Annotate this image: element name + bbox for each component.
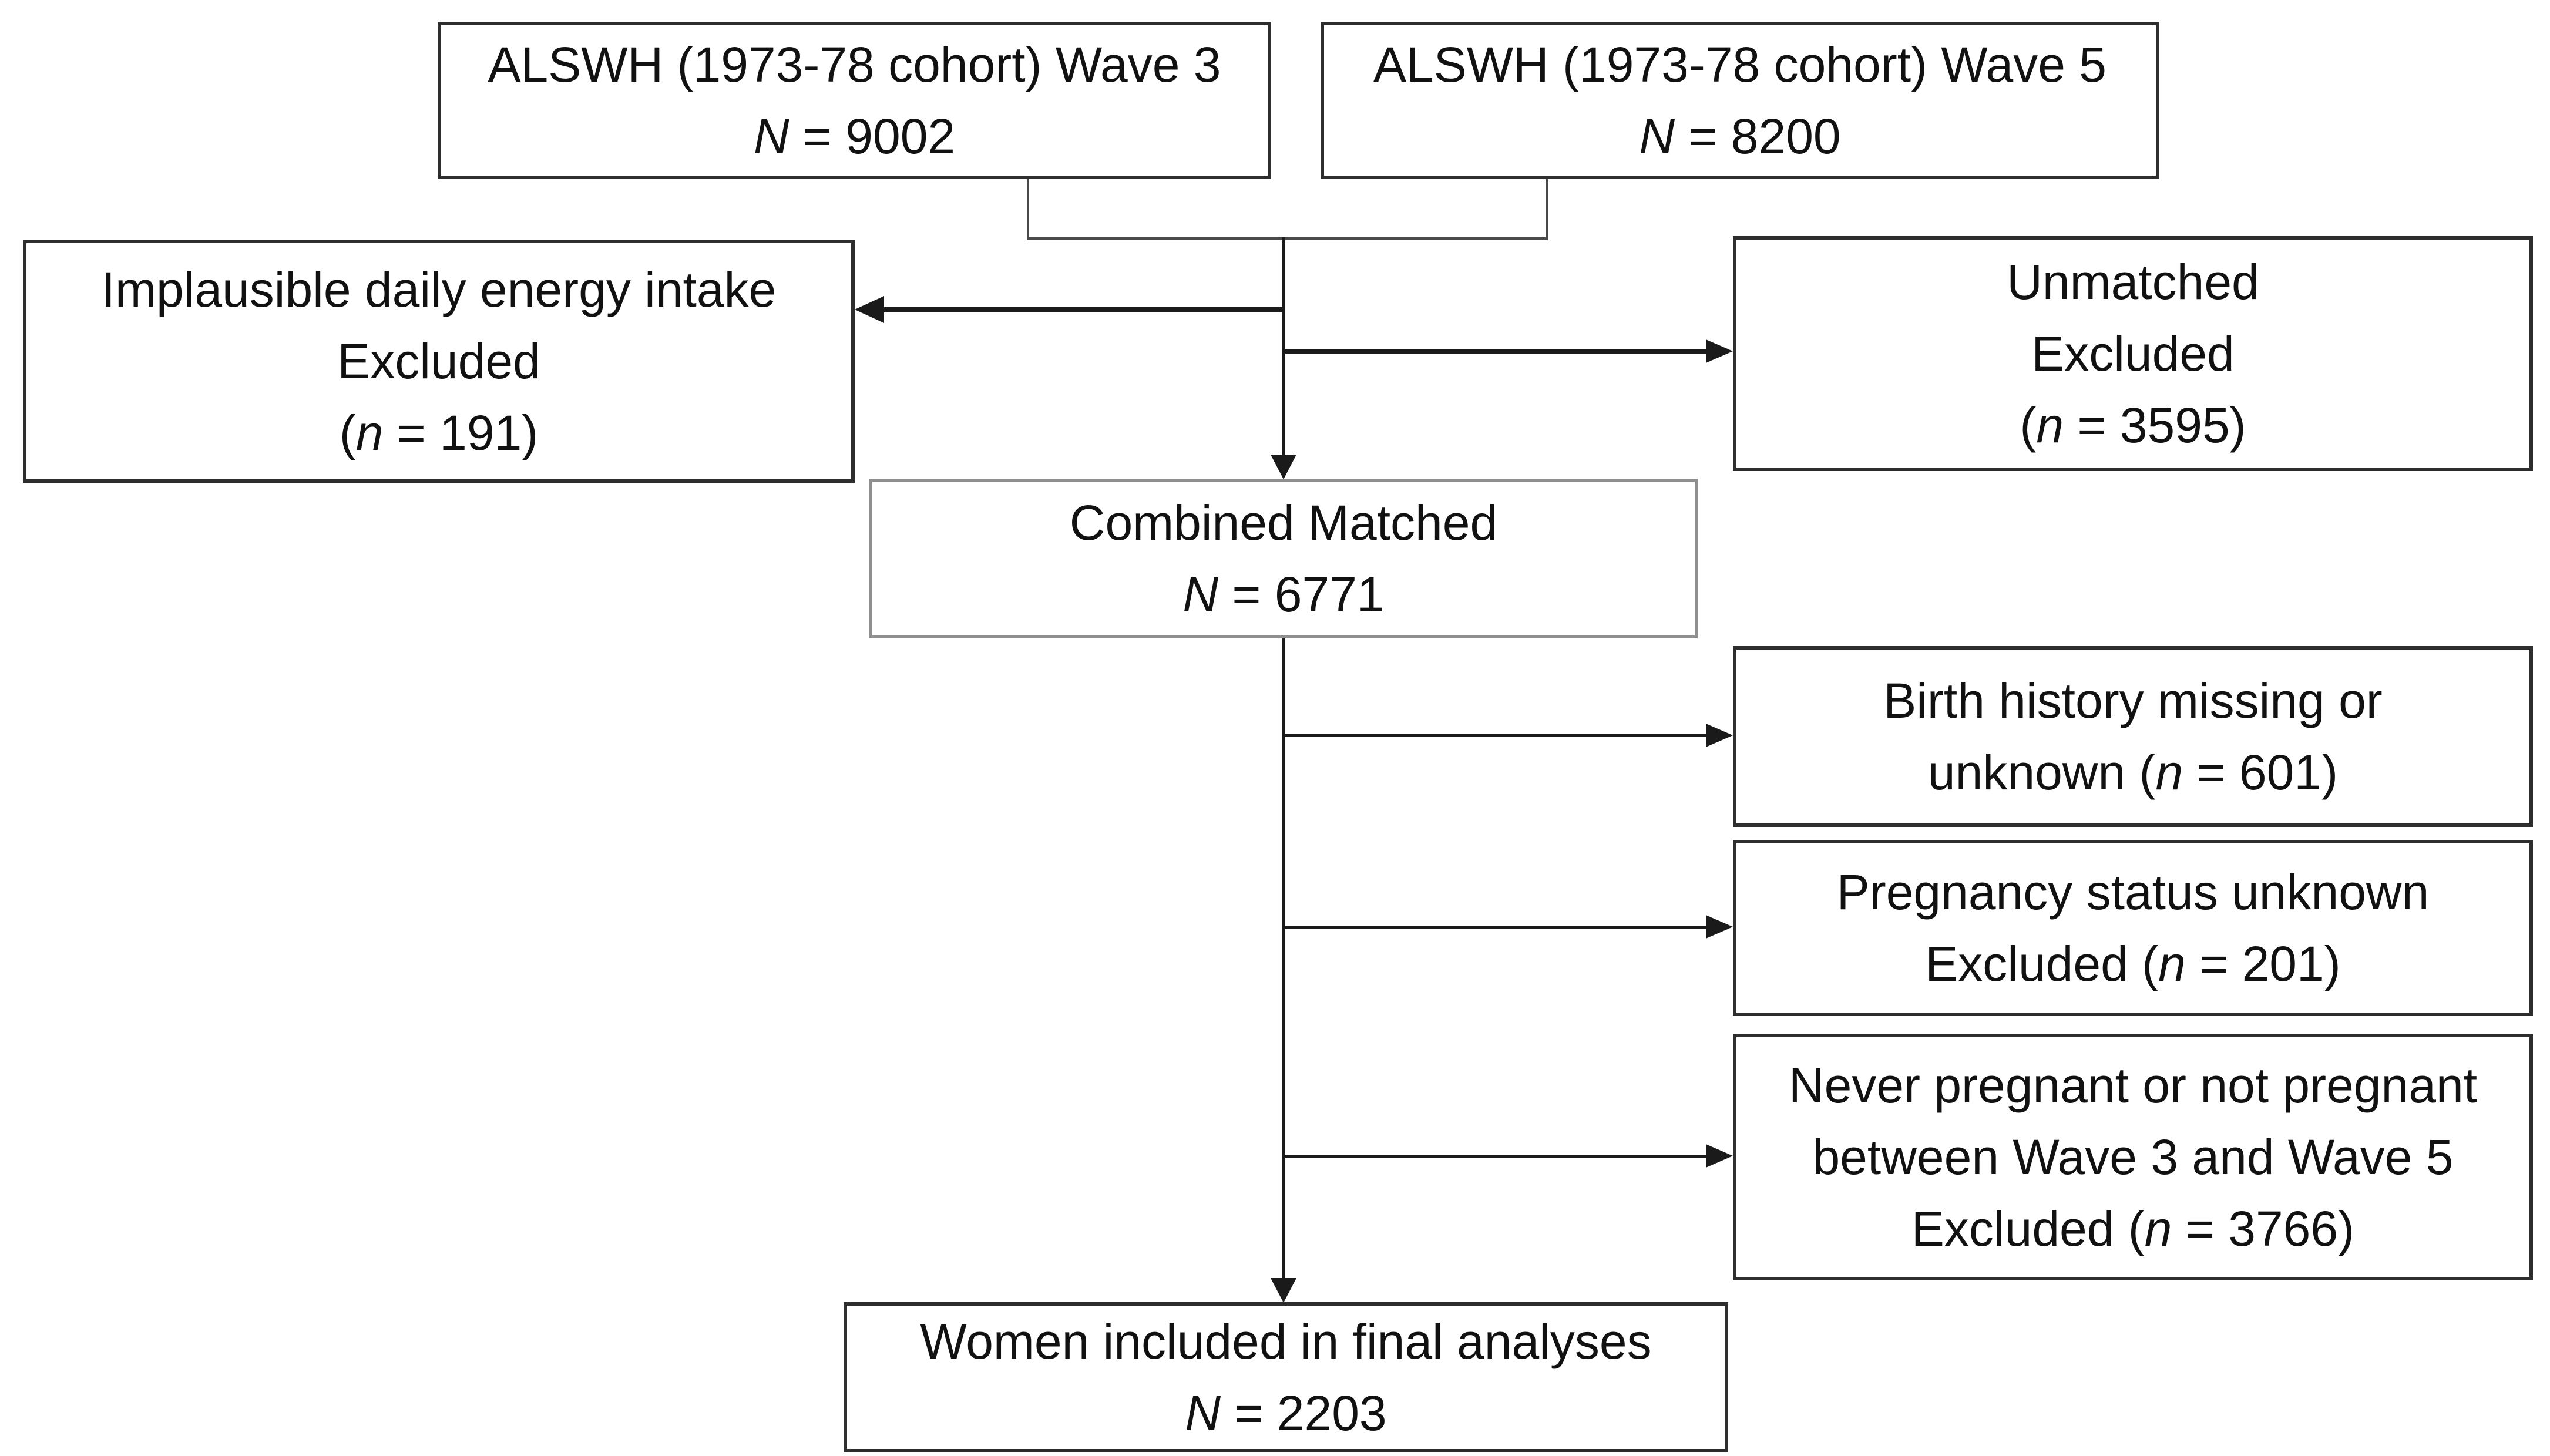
box-label-line: ALSWH (1973-78 cohort) Wave 5 — [1373, 29, 2106, 100]
arrowhead-to-implausible-icon — [855, 296, 884, 323]
sample-size-line: Excluded (n = 3766) — [1911, 1193, 2354, 1265]
stat-symbol: n — [355, 405, 384, 460]
box-label-line: Combined Matched — [1070, 487, 1497, 559]
label-text: Women included in final analyses — [920, 1314, 1652, 1369]
label-text: Excluded ( — [1925, 936, 2159, 991]
stat-value: = 601) — [2183, 745, 2339, 800]
arrowhead-to-unmatched-icon — [1706, 339, 1733, 363]
box-implausible-energy-excluded: Implausible daily energy intake Excluded… — [23, 240, 855, 483]
arrowhead-to-birth-icon — [1706, 724, 1733, 747]
stat-value: = 201) — [2185, 936, 2341, 991]
sample-size-line: N = 6771 — [1182, 559, 1384, 630]
label-text: Combined Matched — [1069, 495, 1498, 550]
label-text: between Wave 3 and Wave 5 — [1812, 1129, 2454, 1185]
box-label-line: Excluded — [2031, 318, 2235, 389]
box-never-pregnant-excluded: Never pregnant or not pregnant between W… — [1733, 1034, 2533, 1280]
box-label-line: Birth history missing or — [1883, 665, 2383, 737]
arrowhead-to-never-pregnant-icon — [1706, 1144, 1733, 1168]
arrow-to-unmatched-line — [1282, 349, 1708, 354]
arrowhead-to-pregnancy-icon — [1706, 915, 1733, 939]
stat-value: = 2203 — [1221, 1386, 1387, 1441]
label-text: ALSWH (1973-78 cohort) Wave 3 — [488, 37, 1221, 92]
box-birth-history-missing: Birth history missing or unknown (n = 60… — [1733, 646, 2533, 827]
box-label-line: Never pregnant or not pregnant — [1789, 1050, 2477, 1121]
stat-value: = 191) — [383, 405, 539, 460]
stat-symbol: n — [2158, 936, 2186, 991]
box-label-line: Excluded — [337, 325, 540, 397]
label-text: ALSWH (1973-78 cohort) Wave 5 — [1373, 37, 2107, 92]
connector-wave5-drop — [1546, 179, 1548, 240]
connector-wave3-drop — [1027, 179, 1029, 240]
stat-symbol: N — [1182, 567, 1219, 622]
stat-value: = 6771 — [1218, 567, 1385, 622]
label-text: Excluded — [2031, 326, 2235, 381]
label-text: ( — [339, 405, 356, 460]
box-label-line: Pregnancy status unknown — [1837, 856, 2430, 928]
box-label-line: Implausible daily energy intake — [102, 254, 777, 325]
stat-value: = 3595) — [2064, 398, 2246, 453]
connector-merge-bracket — [1027, 237, 1548, 240]
stat-symbol: n — [2144, 1201, 2172, 1256]
box-label-line: ALSWH (1973-78 cohort) Wave 3 — [488, 29, 1221, 100]
arrow-to-never-pregnant-line — [1282, 1155, 1708, 1158]
connector-stem-main — [1282, 638, 1285, 1280]
label-text: Pregnancy status unknown — [1836, 865, 2430, 920]
box-label-line: Unmatched — [2007, 246, 2259, 318]
stat-symbol: N — [1185, 1386, 1221, 1441]
label-text: Excluded ( — [1911, 1201, 2145, 1256]
arrow-to-birth-line — [1282, 734, 1708, 737]
arrowhead-into-final-icon — [1271, 1278, 1296, 1303]
connector-stem-top — [1282, 237, 1285, 457]
stat-symbol: N — [753, 109, 789, 164]
box-pregnancy-status-unknown: Pregnancy status unknown Excluded (n = 2… — [1733, 840, 2533, 1016]
sample-size-line: unknown (n = 601) — [1928, 737, 2338, 808]
label-text: ( — [2020, 398, 2037, 453]
sample-size-line: Excluded (n = 201) — [1925, 928, 2340, 1000]
stat-value: = 3766) — [2172, 1201, 2355, 1256]
box-final-analyses: Women included in final analyses N = 220… — [844, 1302, 1728, 1452]
box-alswh-wave5: ALSWH (1973-78 cohort) Wave 5 N = 8200 — [1321, 22, 2159, 179]
label-text: Birth history missing or — [1883, 673, 2383, 728]
arrow-to-implausible-line — [881, 307, 1284, 312]
box-label-line: Women included in final analyses — [920, 1306, 1651, 1377]
box-combined-matched: Combined Matched N = 6771 — [869, 479, 1698, 638]
stat-value: = 8200 — [1675, 109, 1841, 164]
sample-size-line: N = 9002 — [754, 100, 955, 172]
label-text: Unmatched — [2007, 254, 2259, 310]
arrow-to-pregnancy-line — [1282, 926, 1708, 929]
box-unmatched-excluded: Unmatched Excluded (n = 3595) — [1733, 236, 2533, 471]
arrowhead-into-combined-icon — [1271, 455, 1296, 479]
sample-size-line: (n = 191) — [340, 397, 539, 469]
stat-symbol: N — [1639, 109, 1675, 164]
stat-symbol: n — [2155, 745, 2183, 800]
box-alswh-wave3: ALSWH (1973-78 cohort) Wave 3 N = 9002 — [438, 22, 1271, 179]
label-text: Implausible daily energy intake — [101, 262, 777, 317]
box-label-line: between Wave 3 and Wave 5 — [1812, 1121, 2453, 1193]
label-text: Excluded — [337, 334, 540, 389]
stat-symbol: n — [2036, 398, 2064, 453]
stat-value: = 9002 — [789, 109, 956, 164]
sample-size-line: N = 8200 — [1639, 100, 1840, 172]
sample-size-line: N = 2203 — [1185, 1377, 1386, 1449]
label-text: Never pregnant or not pregnant — [1788, 1058, 2478, 1113]
sample-size-line: (n = 3595) — [2020, 389, 2246, 461]
label-text: unknown ( — [1927, 745, 2156, 800]
